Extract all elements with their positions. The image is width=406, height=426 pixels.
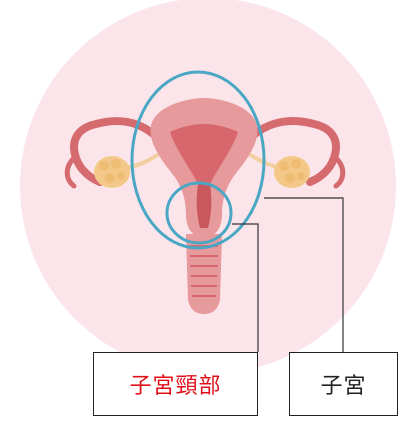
uterus-label-text: 子宮 [320, 368, 366, 400]
cervical-canal [197, 184, 212, 228]
ovary-right [274, 156, 310, 188]
uterus-label: 子宮 [289, 352, 398, 416]
cervix-label: 子宮頸部 [93, 352, 258, 416]
cervix-label-text: 子宮頸部 [129, 368, 221, 400]
ovary-left [94, 156, 130, 188]
